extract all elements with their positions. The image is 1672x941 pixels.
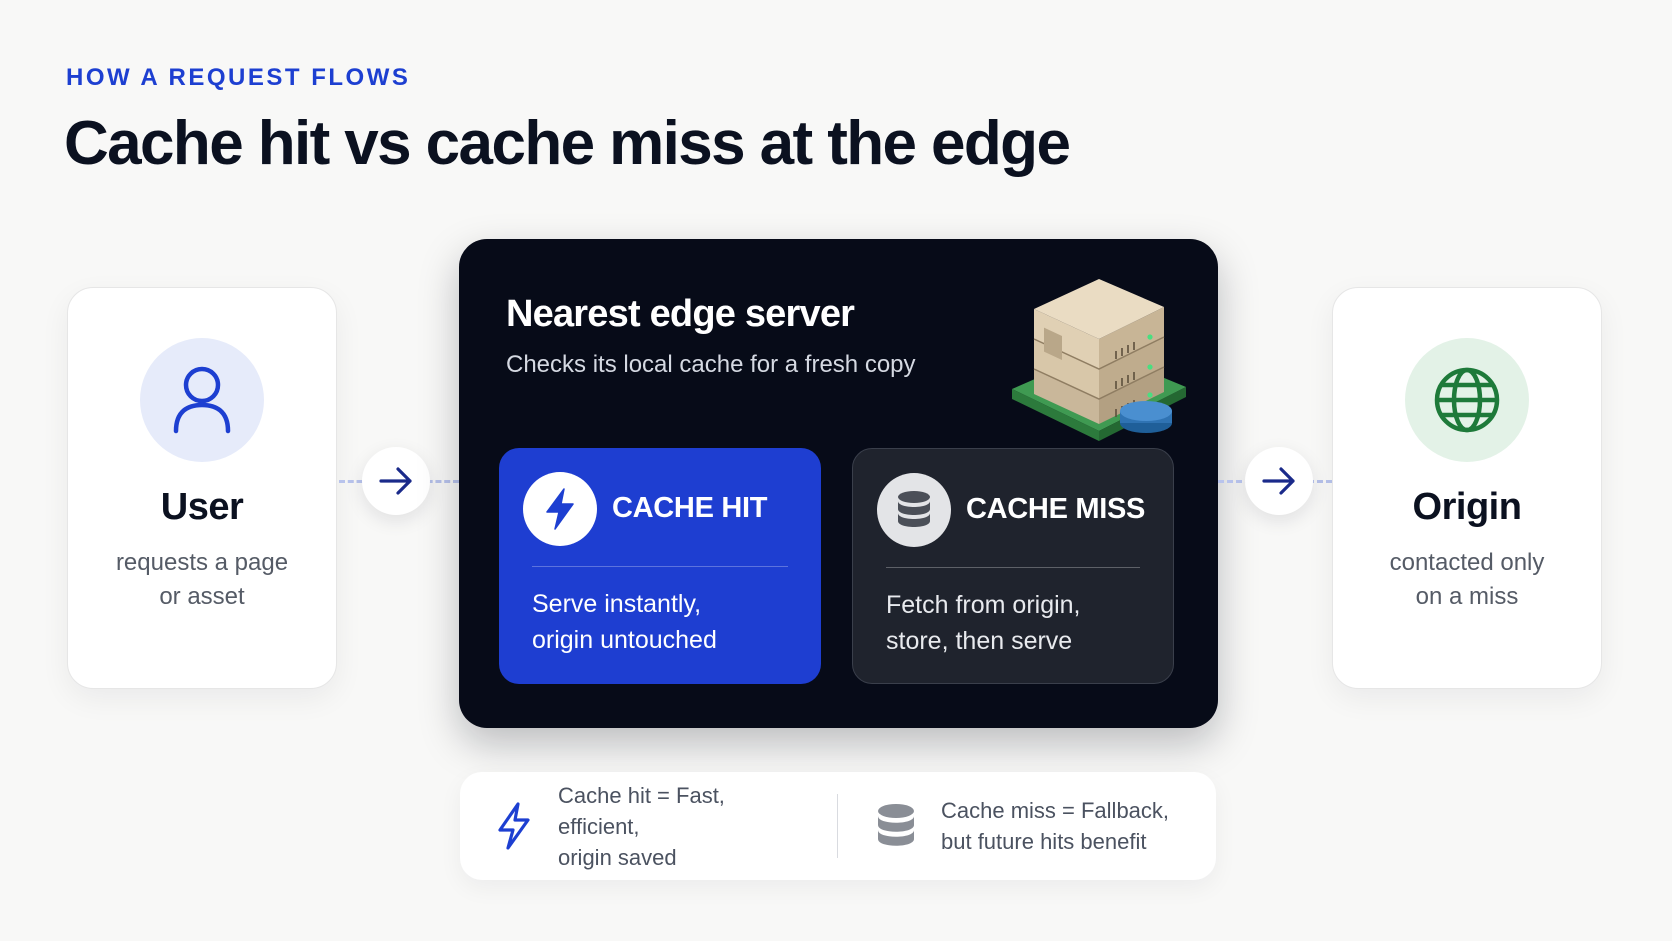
edge-server-title: Nearest edge server (506, 293, 855, 335)
user-desc-line-2: or asset (159, 583, 245, 610)
user-icon (173, 366, 231, 434)
user-desc-line-1: requests a page (115, 549, 289, 576)
origin-description: contacted only on a miss (1333, 546, 1601, 614)
origin-desc-line-1: contacted only (1389, 549, 1545, 576)
globe-icon (1434, 367, 1500, 433)
legend-hit-line-1: Cache hit = Fast, efficient, (558, 782, 725, 839)
page-title: Cache hit vs cache miss at the edge (64, 109, 1071, 178)
cache-hit-icon-circle (523, 472, 597, 546)
database-icon (898, 491, 930, 527)
cache-miss-description: Fetch from origin, store, then serve (886, 587, 1156, 659)
server-stack-illustration (1012, 279, 1186, 441)
cache-hit-label: CACHE HIT (612, 492, 768, 524)
cache-miss-desc-line-1: Fetch from origin, (886, 591, 1081, 619)
edge-server-subtitle: Checks its local cache for a fresh copy (506, 351, 916, 378)
eyebrow-label: HOW A REQUEST FLOWS (66, 64, 411, 91)
cache-miss-desc-line-2: store, then serve (886, 627, 1073, 655)
origin-icon-circle (1405, 338, 1529, 462)
legend-item-cache-hit: Cache hit = Fast, efficient, origin save… (494, 772, 808, 880)
origin-card: Origin contacted only on a miss (1332, 287, 1602, 689)
origin-desc-line-2: on a miss (1415, 583, 1519, 610)
cache-hit-description: Serve instantly, origin untouched (532, 586, 802, 658)
lightning-icon (546, 488, 574, 530)
cache-hit-card: CACHE HIT Serve instantly, origin untouc… (499, 448, 821, 684)
legend-hit-line-2: origin saved (558, 844, 677, 870)
cache-miss-label: CACHE MISS (966, 493, 1146, 525)
legend-miss-line-2: but future hits benefit (941, 829, 1147, 854)
arrow-right-icon (1262, 467, 1295, 495)
user-card: User requests a page or asset (67, 287, 337, 689)
cache-hit-divider (532, 566, 788, 567)
cache-miss-divider (886, 567, 1140, 568)
database-icon (878, 804, 914, 846)
arrow-right-icon (379, 467, 412, 495)
cache-miss-icon-circle (877, 473, 951, 547)
cache-hit-desc-line-2: origin untouched (532, 626, 717, 654)
lightning-icon (498, 802, 530, 850)
legend-miss-line-1: Cache miss = Fallback, (941, 798, 1170, 823)
cache-hit-desc-line-1: Serve instantly, (532, 590, 702, 618)
left-arrow-connector (362, 447, 430, 515)
edge-server-panel: Nearest edge server Checks its local cac… (459, 239, 1218, 728)
legend-item-cache-miss: Cache miss = Fallback, but future hits b… (875, 772, 1191, 880)
cache-miss-card: CACHE MISS Fetch from origin, store, the… (852, 448, 1174, 684)
user-title: User (160, 486, 244, 528)
user-description: requests a page or asset (68, 546, 336, 614)
legend-cache-hit-text: Cache hit = Fast, efficient, origin save… (558, 780, 808, 873)
legend-bar: Cache hit = Fast, efficient, origin save… (460, 772, 1216, 880)
user-icon-circle (140, 338, 264, 462)
origin-title: Origin (1412, 486, 1522, 528)
right-arrow-connector (1245, 447, 1313, 515)
legend-cache-miss-text: Cache miss = Fallback, but future hits b… (941, 795, 1191, 857)
legend-divider (837, 794, 838, 858)
